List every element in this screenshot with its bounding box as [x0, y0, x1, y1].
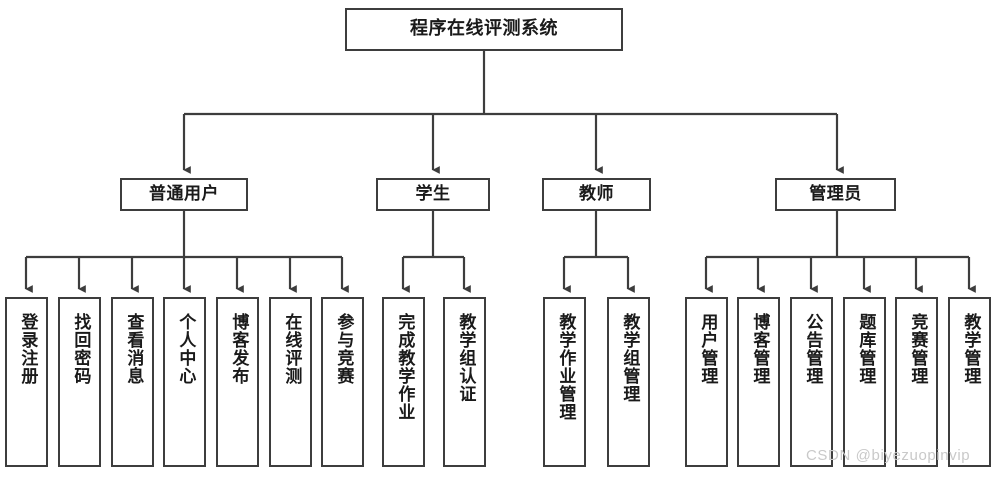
node-leaf-blog-publish-label: 博客发布	[228, 313, 249, 385]
node-leaf-teaching-group-certify-label: 教学组认证	[455, 313, 476, 403]
node-leaf-contest-management[interactable]: 竞赛管理	[895, 297, 938, 467]
node-root[interactable]: 程序在线评测系统	[345, 8, 623, 51]
node-leaf-retrieve-password[interactable]: 找回密码	[58, 297, 101, 467]
node-role-general-user-label: 普通用户	[149, 183, 219, 204]
node-root-label: 程序在线评测系统	[410, 18, 558, 40]
node-leaf-blog-management[interactable]: 博客管理	[737, 297, 780, 467]
node-leaf-login-register-label: 登录注册	[17, 313, 38, 385]
node-leaf-teaching-management-label: 教学管理	[960, 313, 981, 385]
node-leaf-announcement-management-label: 公告管理	[802, 313, 823, 385]
node-leaf-view-messages[interactable]: 查看消息	[111, 297, 154, 467]
node-leaf-contest-management-label: 竞赛管理	[907, 313, 928, 385]
node-leaf-user-management[interactable]: 用户管理	[685, 297, 728, 467]
node-role-teacher-label: 教师	[579, 183, 614, 204]
node-leaf-personal-center-label: 个人中心	[175, 313, 196, 385]
node-leaf-retrieve-password-label: 找回密码	[70, 313, 91, 385]
node-leaf-personal-center[interactable]: 个人中心	[163, 297, 206, 467]
node-role-student[interactable]: 学生	[376, 178, 490, 211]
node-leaf-announcement-management[interactable]: 公告管理	[790, 297, 833, 467]
node-leaf-join-contest[interactable]: 参与竞赛	[321, 297, 364, 467]
node-leaf-view-messages-label: 查看消息	[123, 313, 144, 385]
node-leaf-problem-bank-management[interactable]: 题库管理	[843, 297, 886, 467]
node-leaf-teaching-group-management-label: 教学组管理	[619, 313, 640, 403]
node-role-admin[interactable]: 管理员	[775, 178, 896, 211]
node-leaf-blog-management-label: 博客管理	[749, 313, 770, 385]
watermark: CSDN @biyezuopinvip	[806, 447, 971, 464]
node-leaf-login-register[interactable]: 登录注册	[5, 297, 48, 467]
node-role-student-label: 学生	[415, 183, 451, 204]
node-leaf-problem-bank-management-label: 题库管理	[855, 313, 876, 385]
node-role-teacher[interactable]: 教师	[542, 178, 651, 211]
node-role-admin-label: 管理员	[809, 183, 862, 204]
node-leaf-homework-management[interactable]: 教学作业管理	[543, 297, 586, 467]
node-leaf-teaching-group-certify[interactable]: 教学组认证	[443, 297, 486, 467]
node-leaf-join-contest-label: 参与竞赛	[333, 313, 354, 385]
node-leaf-teaching-management[interactable]: 教学管理	[948, 297, 991, 467]
node-leaf-complete-homework[interactable]: 完成教学作业	[382, 297, 425, 467]
node-leaf-online-judge[interactable]: 在线评测	[269, 297, 312, 467]
node-role-general-user[interactable]: 普通用户	[120, 178, 248, 211]
node-leaf-complete-homework-label: 完成教学作业	[394, 313, 415, 421]
node-leaf-blog-publish[interactable]: 博客发布	[216, 297, 259, 467]
node-leaf-teaching-group-management[interactable]: 教学组管理	[607, 297, 650, 467]
node-leaf-online-judge-label: 在线评测	[281, 313, 302, 385]
node-leaf-user-management-label: 用户管理	[697, 313, 718, 385]
node-leaf-homework-management-label: 教学作业管理	[555, 313, 576, 421]
